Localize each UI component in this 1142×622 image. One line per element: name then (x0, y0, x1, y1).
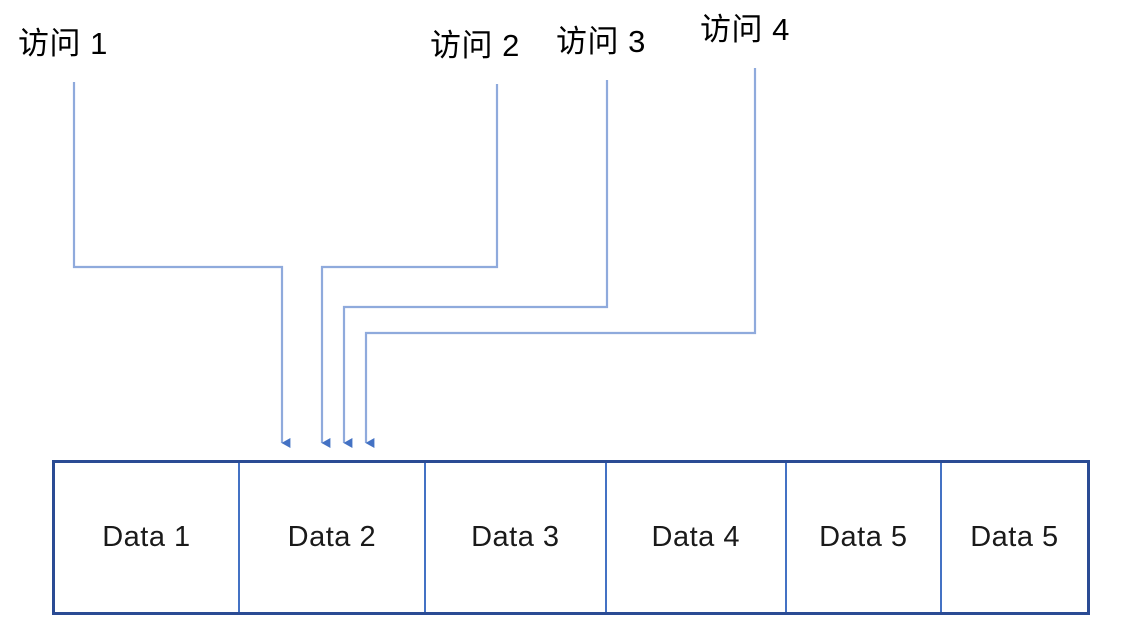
memory-cell[interactable]: Data 3 (426, 463, 607, 612)
memory-cell-label: Data 5 (970, 521, 1059, 553)
access-label-4-text: 访问 4 (700, 12, 790, 47)
memory-cell-label: Data 3 (471, 521, 560, 553)
memory-array: Data 1 Data 2 Data 3 Data 4 Data 5 Data … (52, 460, 1090, 615)
access-label-2-text: 访问 2 (430, 28, 520, 63)
connector-access-2 (320, 84, 499, 448)
access-label-3: 访问 3 (556, 26, 646, 57)
memory-cell[interactable]: Data 5 (942, 463, 1087, 612)
access-label-1: 访问 1 (18, 28, 108, 59)
memory-cell-label: Data 2 (287, 521, 377, 553)
memory-cell[interactable]: Data 1 (55, 463, 240, 612)
access-label-4: 访问 4 (700, 14, 790, 45)
memory-cell[interactable]: Data 2 (240, 463, 426, 612)
memory-cell-label: Data 4 (651, 521, 740, 553)
memory-cell-label: Data 1 (102, 521, 191, 553)
connector-access-4 (364, 68, 757, 448)
access-label-3-text: 访问 3 (556, 24, 646, 59)
access-label-1-text: 访问 1 (18, 26, 108, 61)
memory-cell-label: Data 5 (819, 521, 908, 553)
connector-access-1 (72, 82, 291, 448)
memory-cell[interactable]: Data 5 (787, 463, 942, 612)
connector-access-3 (342, 80, 609, 448)
access-label-2: 访问 2 (430, 30, 520, 61)
memory-cell[interactable]: Data 4 (607, 463, 787, 612)
